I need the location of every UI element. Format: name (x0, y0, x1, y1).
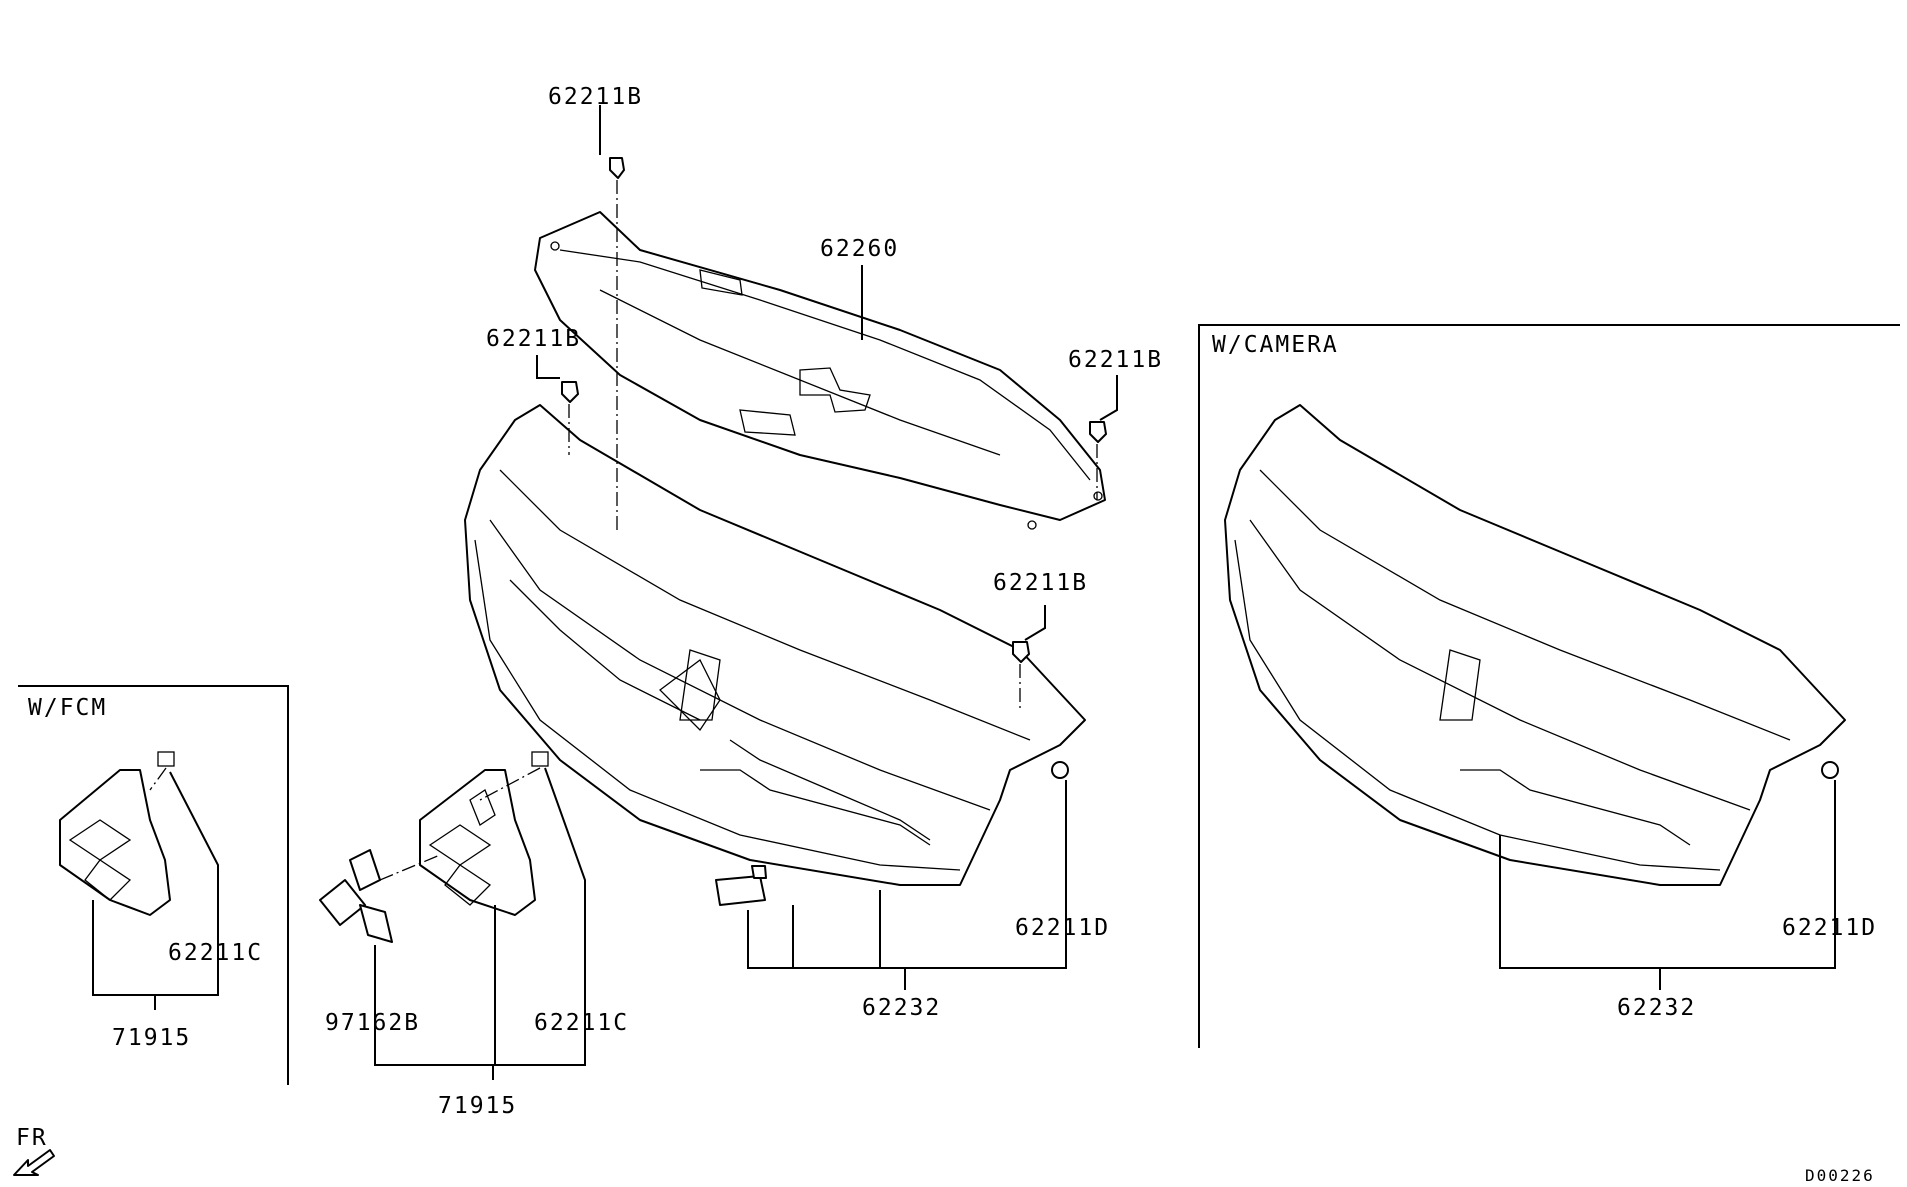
leader-lines (92, 105, 1836, 1080)
upper-radiator-support-plate (534, 211, 1106, 530)
label-fcm-clip: 62211C (168, 940, 263, 966)
label-main-grille: 62232 (862, 995, 941, 1021)
fcm-emblem-part (59, 751, 175, 916)
label-fcm-header: W/FCM (28, 695, 107, 721)
clip-left-icon (561, 381, 579, 403)
radiator-grille-main (464, 404, 1086, 886)
label-clip-right-lower: 62211B (993, 570, 1088, 596)
label-fcm-emblem: 71915 (112, 1025, 191, 1051)
label-main-emblem-badge: 97162B (325, 1010, 420, 1036)
label-camera-grille: 62232 (1617, 995, 1696, 1021)
label-clip-top: 62211B (548, 84, 643, 110)
clip-d-main-icon (1051, 761, 1069, 779)
label-camera-header: W/CAMERA (1212, 332, 1339, 358)
label-diagram-code: D00226 (1805, 1166, 1875, 1185)
label-main-emblem: 71915 (438, 1093, 517, 1119)
label-clip-right-upper: 62211B (1068, 347, 1163, 373)
label-plate: 62260 (820, 236, 899, 262)
camera-box-frame (1198, 324, 1900, 1048)
label-camera-clip-d: 62211D (1782, 915, 1877, 941)
camera-grille-part (1224, 404, 1846, 886)
clip-right-lower-icon (1012, 641, 1030, 663)
emblem-badge-part (319, 849, 393, 943)
fcm-box-frame (18, 685, 289, 1085)
clip-right-upper-icon (1089, 421, 1107, 443)
main-emblem-part (419, 751, 549, 916)
label-main-clip-d: 62211D (1015, 915, 1110, 941)
bracket-part-icon (715, 865, 767, 906)
label-main-clip-c: 62211C (534, 1010, 629, 1036)
clip-top-icon (609, 157, 625, 179)
label-clip-left: 62211B (486, 326, 581, 352)
label-front-indicator: FR (16, 1125, 48, 1151)
front-arrow-icon (13, 1149, 55, 1176)
clip-d-camera-icon (1821, 761, 1839, 779)
